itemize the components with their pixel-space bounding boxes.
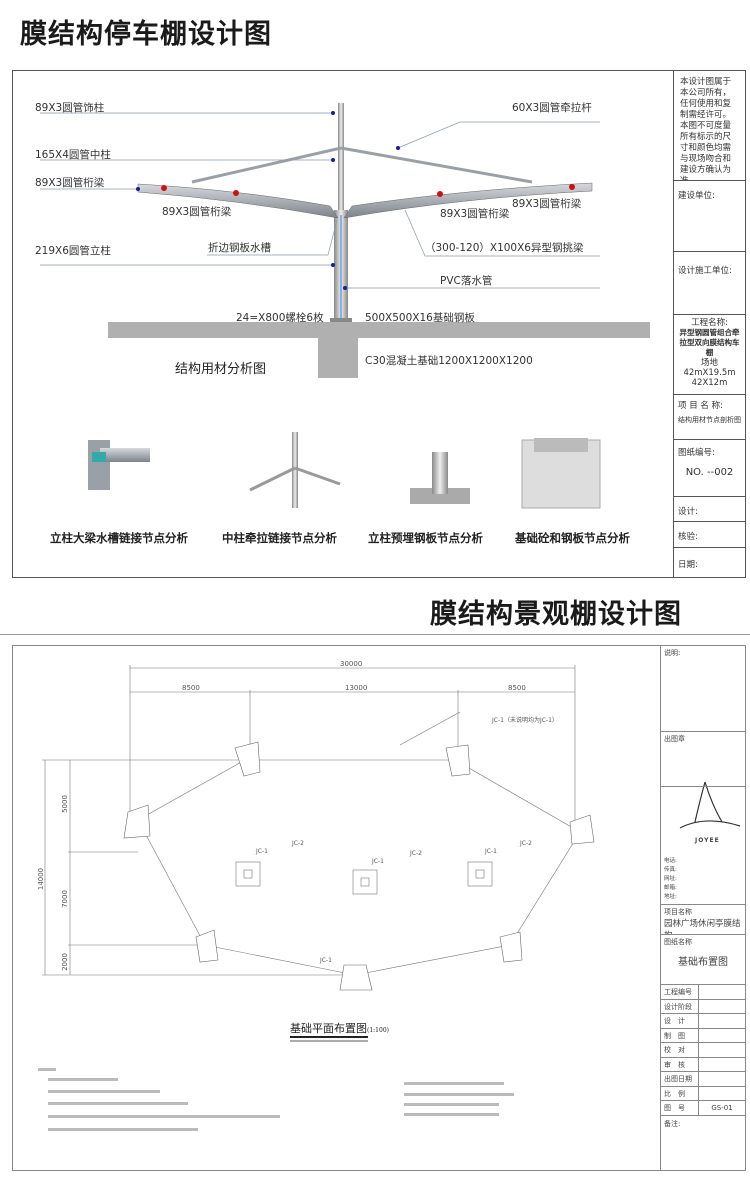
drawing-frame-bottom: [12, 645, 746, 1171]
table-cell: 说明:: [661, 646, 745, 732]
dim-total: 30000: [340, 660, 363, 668]
table-cell: 基础布置图: [678, 957, 728, 968]
table-cell: 图 号: [661, 1101, 699, 1115]
table-cell: 工程编号: [661, 985, 699, 999]
dim-mid: 13000: [345, 684, 368, 692]
table-cell: 网址:: [664, 876, 677, 882]
title-block-top: 本设计图属于本公司所有，任何使用和复制需经许可。本图不可度量所有标示的尺寸和颜色…: [673, 71, 745, 577]
node-illustrations: [88, 432, 601, 509]
label-plate: 500X500X16基础钢板: [365, 312, 475, 324]
dim-right: 8500: [508, 684, 526, 692]
node-caption: 基础砼和钢板节点分析: [515, 531, 630, 545]
info-table: 工程编号 设计阶段 设 计 制 图 校 对 审 核 出图日期 比 例 图 号 GS…: [661, 985, 745, 1116]
diagram-title: 结构用材分析图: [175, 362, 267, 377]
table-cell: 制 图: [661, 1028, 699, 1042]
node-caption: 立柱预埋钢板节点分析: [368, 531, 483, 545]
table-cell: 设计施工单位:: [674, 252, 745, 315]
tie-rod-right: [340, 146, 533, 184]
foundation-plan: [42, 665, 741, 1042]
table-cell: 本设计图属于本公司所有，任何使用和复制需经许可。本图不可度量所有标示的尺寸和颜色…: [674, 71, 745, 181]
page-title-top: 膜结构停车棚设计图: [20, 19, 272, 50]
divider: [0, 634, 750, 635]
label-tie-rod: 60X3圆管牵拉杆: [512, 102, 592, 114]
table-cell: 场地42mX19.5m: [683, 358, 736, 378]
tag-jc1: JC-1: [256, 848, 268, 855]
concrete-foundation: [318, 338, 358, 378]
table-cell: 基础平面布置图: [290, 1022, 367, 1035]
table-cell: 比 例: [661, 1086, 699, 1100]
label-bolts: 24=X800螺栓6枚: [236, 312, 324, 324]
table-cell: 图纸名称: [664, 938, 692, 946]
tag-jc1: JC-1: [372, 858, 384, 865]
label-truss-mid-right: 89X3圆管桁梁: [440, 208, 510, 220]
label-truss-left: 89X3圆管桁梁: [35, 177, 105, 189]
label-main-column: 219X6圆管立柱: [35, 245, 111, 257]
table-cell: 项目名称: [664, 908, 692, 916]
table-cell: 邮箱:: [664, 885, 677, 891]
table-cell: 出图章: [661, 732, 745, 787]
table-cell: 出图日期: [661, 1072, 699, 1086]
dim-left: 8500: [182, 684, 200, 692]
label-cantilever: （300-120）X100X6异型钢挑梁: [425, 242, 584, 254]
table-cell: NO. --002: [685, 467, 734, 478]
table-cell: 设 计: [661, 1014, 699, 1028]
decor-column: [338, 103, 344, 213]
label-truss-right: 89X3圆管桁梁: [512, 198, 582, 210]
leader-lines: [40, 112, 600, 289]
table-cell: 结构用材节点剖析图: [678, 416, 741, 424]
table-cell: 异型钢圆管组合牵拉型双向膜结构车棚: [679, 328, 740, 357]
truss-right: [343, 182, 593, 219]
table-cell: 设计:: [674, 497, 745, 522]
table-cell: 核验:: [674, 522, 745, 548]
table-cell: GS-01: [711, 1103, 733, 1112]
table-cell: 园林广场休闲亭膜结构: [664, 919, 741, 934]
table-cell: 项 目 名 称:: [678, 401, 723, 411]
label-decor-column: 89X3圆管饰柱: [35, 102, 105, 114]
carport-structure: [108, 103, 650, 378]
table-cell: 地址:: [664, 894, 677, 900]
tag-jc1: JC-1: [320, 957, 332, 964]
logo-mark: [679, 781, 741, 829]
table-cell: 审 核: [661, 1057, 699, 1071]
table-cell: 建设单位:: [674, 181, 745, 252]
footing-jc1: [123, 741, 595, 991]
tag-jc2: JC-2: [410, 850, 422, 857]
dim-h3: 2000: [60, 953, 69, 971]
dim-h2: 7000: [60, 890, 69, 908]
tag-jc2: JC-2: [292, 840, 304, 847]
plan-title: 基础平面布置图(1:100): [290, 1020, 389, 1036]
label-truss-mid-left: 89X3圆管桁梁: [162, 206, 232, 218]
table-cell: 工程名称:: [691, 318, 728, 328]
node-caption: 中柱牵拉链接节点分析: [222, 531, 337, 545]
truss-left: [137, 183, 339, 219]
drawing-frame-top: [12, 70, 746, 578]
table-cell: (1:100): [367, 1027, 389, 1034]
label-center-column: 165X4圆管中柱: [35, 149, 111, 161]
table-cell: 设计阶段: [661, 999, 699, 1013]
tag-jc1: JC-1: [485, 848, 497, 855]
page-title-bottom: 膜结构景观棚设计图: [430, 599, 682, 630]
logo: JOYEE: [695, 837, 720, 844]
node-caption: 立柱大梁水槽链接节点分析: [50, 531, 188, 545]
table-cell: 校 对: [661, 1043, 699, 1057]
table-cell: 图纸编号:: [678, 448, 715, 458]
title-block-bottom: 说明: 出图章 JOYEE 电话: 传真: 网址: 邮箱: 地址: 项目名称园林广场休闲…: [660, 646, 745, 1170]
tag-jc2: JC-2: [520, 840, 532, 847]
label-pvc: PVC落水管: [440, 275, 493, 287]
label-foundation: C30混凝土基础1200X1200X1200: [365, 355, 533, 367]
project-size: 42X12m: [691, 378, 728, 388]
table-cell: 备注:: [664, 1119, 681, 1128]
table-cell: 日期:: [678, 560, 698, 570]
canopy-outline: [137, 759, 581, 976]
table-cell: 电话:: [664, 858, 677, 864]
footing-jc2: [235, 861, 493, 895]
tag-jc1-note: JC-1（未说明均为JC-1）: [492, 717, 558, 724]
table-cell: 传真:: [664, 867, 677, 873]
tie-rod-left: [191, 146, 342, 184]
label-gutter: 折边钢板水槽: [208, 242, 271, 254]
dim-height: 14000: [37, 867, 46, 891]
dim-h1: 5000: [60, 795, 69, 813]
ground-slab: [108, 322, 650, 338]
